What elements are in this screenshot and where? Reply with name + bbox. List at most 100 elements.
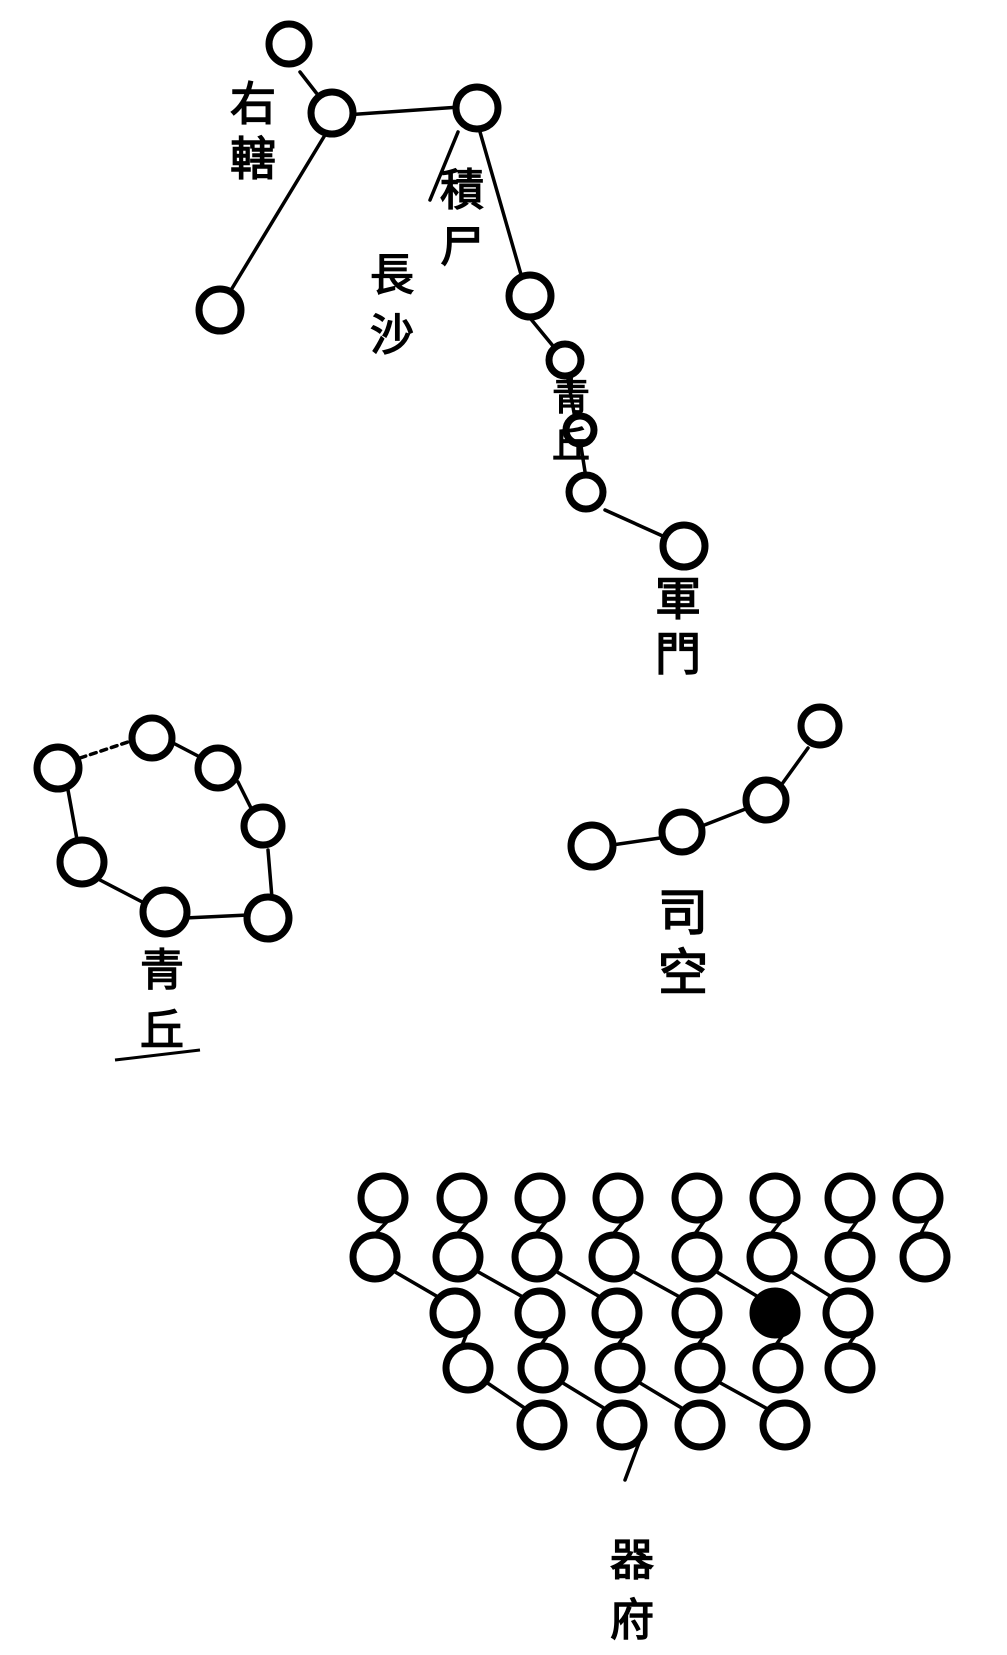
- star: [511, 1231, 563, 1283]
- label-youshe-char: 轄: [230, 132, 276, 186]
- star: [596, 1399, 648, 1451]
- sikong-constellation: 司 空: [567, 703, 843, 1002]
- link: [183, 913, 250, 920]
- link: [388, 1267, 447, 1303]
- qifu-cluster: [349, 1172, 951, 1482]
- link: [633, 1378, 692, 1415]
- star: [752, 1342, 804, 1394]
- star: [899, 1231, 951, 1283]
- label-sikong-char: 空: [658, 943, 708, 1002]
- label-changsha-char: 長: [370, 250, 415, 301]
- star: [357, 1172, 409, 1224]
- star: [432, 1231, 484, 1283]
- star: [240, 803, 286, 849]
- star: [243, 893, 293, 943]
- label-jishi-char: 尸: [440, 222, 484, 273]
- star: [742, 776, 790, 824]
- label-qingqiu: 青 丘: [140, 945, 199, 1056]
- star: [746, 1231, 798, 1283]
- label-sikong: 司 空: [658, 883, 725, 1002]
- star: [822, 1287, 874, 1339]
- star: [516, 1399, 568, 1451]
- label-changsha: 長 沙: [370, 250, 429, 361]
- star: [195, 285, 245, 335]
- link: [700, 806, 750, 828]
- link: [343, 105, 462, 117]
- link: [780, 746, 810, 786]
- label-underline: [114, 1048, 201, 1062]
- link: [476, 123, 524, 280]
- label-qijiao: 器 府: [610, 1535, 669, 1646]
- qingqiu-constellation: 青 丘: [33, 714, 293, 1062]
- star: [824, 1342, 876, 1394]
- star: [436, 1172, 488, 1224]
- star: [139, 886, 191, 938]
- link: [223, 133, 327, 302]
- star: [56, 836, 108, 888]
- star: [562, 412, 598, 448]
- star: [514, 1287, 566, 1339]
- link: [471, 1267, 532, 1303]
- star: [797, 703, 843, 749]
- label-sikong-char: 司: [658, 883, 708, 942]
- star: [749, 1172, 801, 1224]
- label-jishi: 積 尸: [440, 165, 499, 273]
- link: [428, 130, 460, 202]
- label-jinxia-char: 青: [552, 374, 590, 419]
- star: [658, 808, 706, 856]
- star: [565, 471, 607, 513]
- label-youshe-char: 右: [230, 77, 276, 131]
- link: [78, 740, 130, 760]
- link: [610, 836, 662, 847]
- link: [710, 1267, 767, 1303]
- label-qijiao-char: 府: [610, 1595, 654, 1646]
- label-jishi-char: 積: [440, 165, 484, 216]
- link: [623, 1438, 642, 1482]
- link: [566, 378, 577, 420]
- star: [594, 1342, 646, 1394]
- star: [128, 714, 176, 762]
- star: [588, 1231, 640, 1283]
- label-nanmen: 軍 門: [655, 572, 717, 681]
- star: [671, 1231, 723, 1283]
- star: [452, 83, 502, 133]
- star: [749, 1287, 801, 1339]
- link: [266, 848, 274, 900]
- label-jinxia: 青 丘: [552, 374, 603, 467]
- star: [671, 1172, 723, 1224]
- star: [759, 1399, 811, 1451]
- star: [429, 1287, 481, 1339]
- star: [33, 743, 83, 793]
- star: [517, 1342, 569, 1394]
- label-qijiao-char: 器: [610, 1535, 655, 1586]
- star: [194, 744, 242, 792]
- link: [627, 1267, 689, 1303]
- star: [265, 20, 313, 68]
- star: [592, 1172, 644, 1224]
- star: [824, 1231, 876, 1283]
- star: [514, 1172, 566, 1224]
- link: [236, 780, 254, 812]
- star: [671, 1287, 723, 1339]
- star: [567, 821, 617, 871]
- link: [550, 1267, 609, 1303]
- star: [659, 521, 709, 571]
- star: [591, 1287, 643, 1339]
- star: [442, 1342, 494, 1394]
- star: [349, 1231, 401, 1283]
- link: [713, 1378, 777, 1415]
- label-youshe: 右 轄: [230, 77, 292, 186]
- label-changsha-char: 沙: [370, 310, 414, 361]
- star: [505, 271, 555, 321]
- label-qingqiu-char: 丘: [140, 1005, 184, 1056]
- link: [66, 788, 80, 847]
- star: [545, 340, 585, 380]
- star: [892, 1172, 944, 1224]
- link: [98, 878, 150, 907]
- upper-constellation-group: 右 轄 積 尸 長 沙 青 丘 軍 門: [195, 20, 717, 681]
- star: [307, 88, 357, 138]
- label-qingqiu-char: 青: [140, 945, 184, 996]
- star: [674, 1399, 726, 1451]
- label-jinxia-char: 丘: [552, 422, 590, 467]
- link: [556, 1378, 614, 1415]
